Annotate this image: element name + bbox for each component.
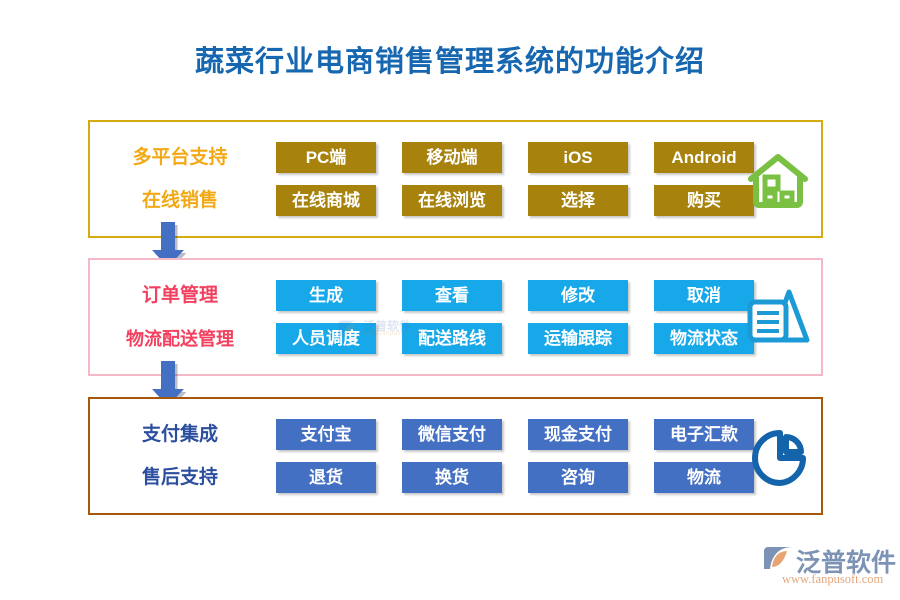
chip-create[interactable]: 生成: [276, 280, 376, 311]
chip-online-browse[interactable]: 在线浏览: [402, 185, 502, 216]
chip-view[interactable]: 查看: [402, 280, 502, 311]
row-after-sales-support: 售后支持 退货 换货 咨询 物流: [90, 462, 825, 494]
chip-select[interactable]: 选择: [528, 185, 628, 216]
chip-delivery-route[interactable]: 配送路线: [402, 323, 502, 354]
chip-online-mall[interactable]: 在线商城: [276, 185, 376, 216]
brand-mark-icon: [764, 547, 793, 569]
chip-logistics-status[interactable]: 物流状态: [654, 323, 754, 354]
chip-consult[interactable]: 咨询: [528, 462, 628, 493]
chip-cancel[interactable]: 取消: [654, 280, 754, 311]
row-label-order-management: 订单管理: [141, 285, 218, 306]
row-label-after-sales-support: 售后支持: [141, 467, 218, 488]
chip-wechat-pay[interactable]: 微信支付: [402, 419, 502, 450]
chip-mobile[interactable]: 移动端: [402, 142, 502, 173]
section-order-management: 订单管理 生成 查看 修改 取消 物流配送管理 人员调度 配送路线 运输跟踪 物…: [88, 258, 823, 376]
row-label-platform-support: 多平台支持: [132, 147, 228, 168]
chip-return[interactable]: 退货: [276, 462, 376, 493]
row-label-logistics-management: 物流配送管理: [126, 329, 234, 349]
chart-document-icon: [747, 289, 810, 343]
row-online-sales: 在线销售 在线商城 在线浏览 选择 购买: [90, 185, 825, 217]
chip-purchase[interactable]: 购买: [654, 185, 754, 216]
chip-ios[interactable]: iOS: [528, 142, 628, 173]
row-label-online-sales: 在线销售: [141, 190, 218, 211]
chip-transport-tracking[interactable]: 运输跟踪: [528, 323, 628, 354]
brand-name: 泛普软件: [796, 549, 897, 577]
chip-electronic-transfer[interactable]: 电子汇款: [654, 419, 754, 450]
chip-android[interactable]: Android: [654, 142, 754, 173]
chip-logistics[interactable]: 物流: [654, 462, 754, 493]
chip-exchange[interactable]: 换货: [402, 462, 502, 493]
chip-staff-scheduling[interactable]: 人员调度: [276, 323, 376, 354]
chip-modify[interactable]: 修改: [528, 280, 628, 311]
chip-pc[interactable]: PC端: [276, 142, 376, 173]
row-payment-integration: 支付集成 支付宝 微信支付 现金支付 电子汇款: [90, 419, 825, 451]
brand-url: www.fanpusoft.com: [782, 572, 884, 586]
section-platform-support: 多平台支持 PC端 移动端 iOS Android 在线销售 在线商城 在线浏览…: [88, 120, 823, 238]
row-platform-support: 多平台支持 PC端 移动端 iOS Android: [90, 142, 825, 174]
pie-chart-icon: [752, 430, 807, 486]
chip-cash-payment[interactable]: 现金支付: [528, 419, 628, 450]
brand-logo: 泛普软件 www.fanpusoft.com: [762, 543, 896, 589]
row-order-management: 订单管理 生成 查看 修改 取消: [90, 280, 825, 312]
row-label-payment-integration: 支付集成: [141, 424, 218, 445]
chip-alipay[interactable]: 支付宝: [276, 419, 376, 450]
section-payment-support: 支付集成 支付宝 微信支付 现金支付 电子汇款 售后支持 退货 换货 咨询 物流: [88, 397, 823, 515]
row-logistics-management: 物流配送管理 人员调度 配送路线 运输跟踪 物流状态: [90, 323, 825, 355]
house-icon: [748, 154, 808, 208]
page-title: 蔬菜行业电商销售管理系统的功能介绍: [194, 46, 705, 78]
